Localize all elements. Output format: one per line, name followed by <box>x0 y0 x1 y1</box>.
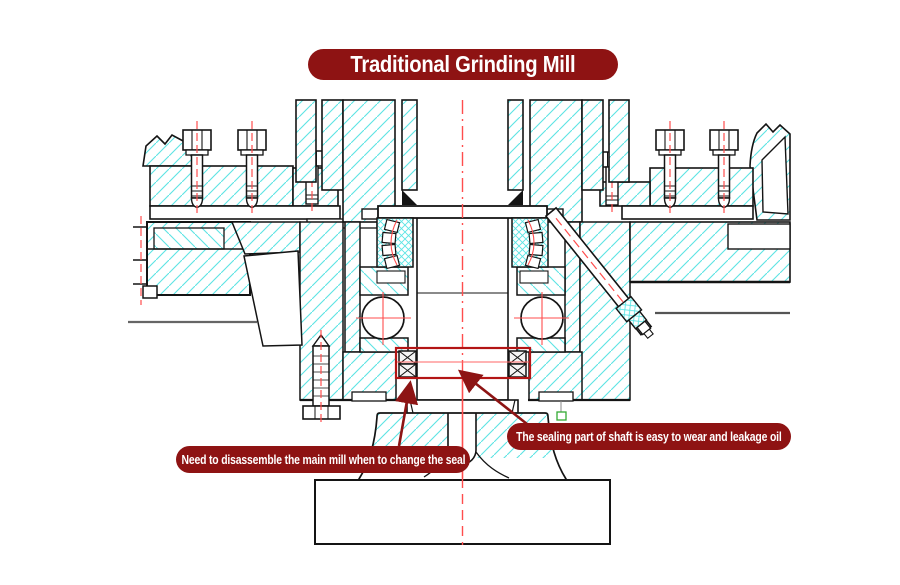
right-flange-assembly <box>598 120 791 221</box>
tapered-roller-bearing-right <box>511 217 549 270</box>
page-title: Traditional Grinding Mill <box>350 51 576 77</box>
bottom-stud-bolt <box>302 330 341 425</box>
right-frame-band <box>629 221 791 315</box>
oil-pipe <box>544 206 654 340</box>
tapered-roller-bearing-left <box>376 217 414 270</box>
title-banner: Traditional Grinding Mill <box>308 49 618 80</box>
throat-walls <box>295 99 630 223</box>
callout-seal-change: Need to disassemble the main mill when t… <box>176 446 470 473</box>
arrow-left <box>395 380 419 447</box>
callout-seal-change-label: Need to disassemble the main mill when t… <box>181 452 465 467</box>
green-marker <box>556 401 567 421</box>
left-edge-frame <box>128 216 257 324</box>
ball-bearing-left <box>356 292 411 345</box>
ball-bearing-right <box>514 292 569 345</box>
callout-seal-wear-label: The sealing part of shaft is easy to wea… <box>516 429 782 444</box>
callout-seal-wear: The sealing part of shaft is easy to wea… <box>507 423 791 450</box>
arrow-right <box>457 369 528 426</box>
